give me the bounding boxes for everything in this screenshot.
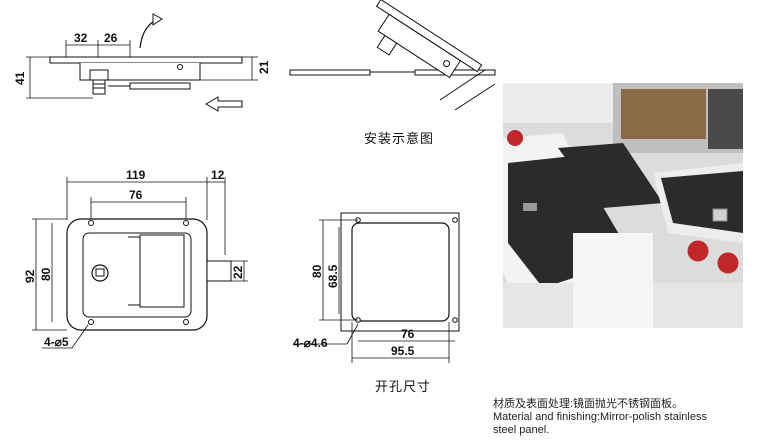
- dim-4-holes-5: 4-⌀5: [44, 335, 69, 349]
- dim-32: 32: [74, 31, 88, 45]
- dim-12: 12: [211, 168, 225, 182]
- install-diagram: [289, 0, 496, 110]
- dim-22: 22: [231, 265, 245, 279]
- material-note-en-line2: steel panel.: [493, 424, 550, 436]
- hollow-arrow-icon: [205, 96, 243, 112]
- cutout-dim-68-5: 68.5: [326, 264, 340, 288]
- cutout-drawing: 80 68.5 4-⌀4.6 76 95.5: [293, 212, 460, 363]
- cutout-dim-95-5: 95.5: [391, 344, 415, 358]
- dim-41: 41: [13, 71, 27, 85]
- cutout-dim-76: 76: [401, 327, 415, 341]
- cutout-caption: 开孔尺寸: [375, 380, 432, 395]
- dim-92: 92: [23, 269, 37, 283]
- dim-21: 21: [257, 60, 270, 74]
- material-note: 材质及表面处理:镜面抛光不锈钢面板。 Material and finishin…: [493, 398, 773, 437]
- dim-80: 80: [39, 267, 53, 281]
- material-note-zh: 材质及表面处理:镜面抛光不锈钢面板。: [493, 398, 684, 410]
- install-caption: 安装示意图: [364, 132, 435, 147]
- cutout-dim-80: 80: [310, 264, 324, 278]
- front-view-drawing: 119 12 76 92 80 22 4-⌀5: [23, 168, 248, 349]
- dim-119: 119: [126, 168, 146, 182]
- product-photo: [503, 83, 743, 328]
- curved-arrow-icon: [139, 19, 159, 49]
- dim-26: 26: [104, 31, 118, 45]
- cutout-dim-4-holes: 4-⌀4.6: [293, 336, 328, 350]
- dim-76: 76: [129, 188, 143, 202]
- material-note-en-line1: Material and finishing:Mirror-polish sta…: [493, 411, 707, 423]
- lock-icon: [91, 264, 109, 282]
- side-view-drawing: 32 26 41 21: [13, 13, 270, 112]
